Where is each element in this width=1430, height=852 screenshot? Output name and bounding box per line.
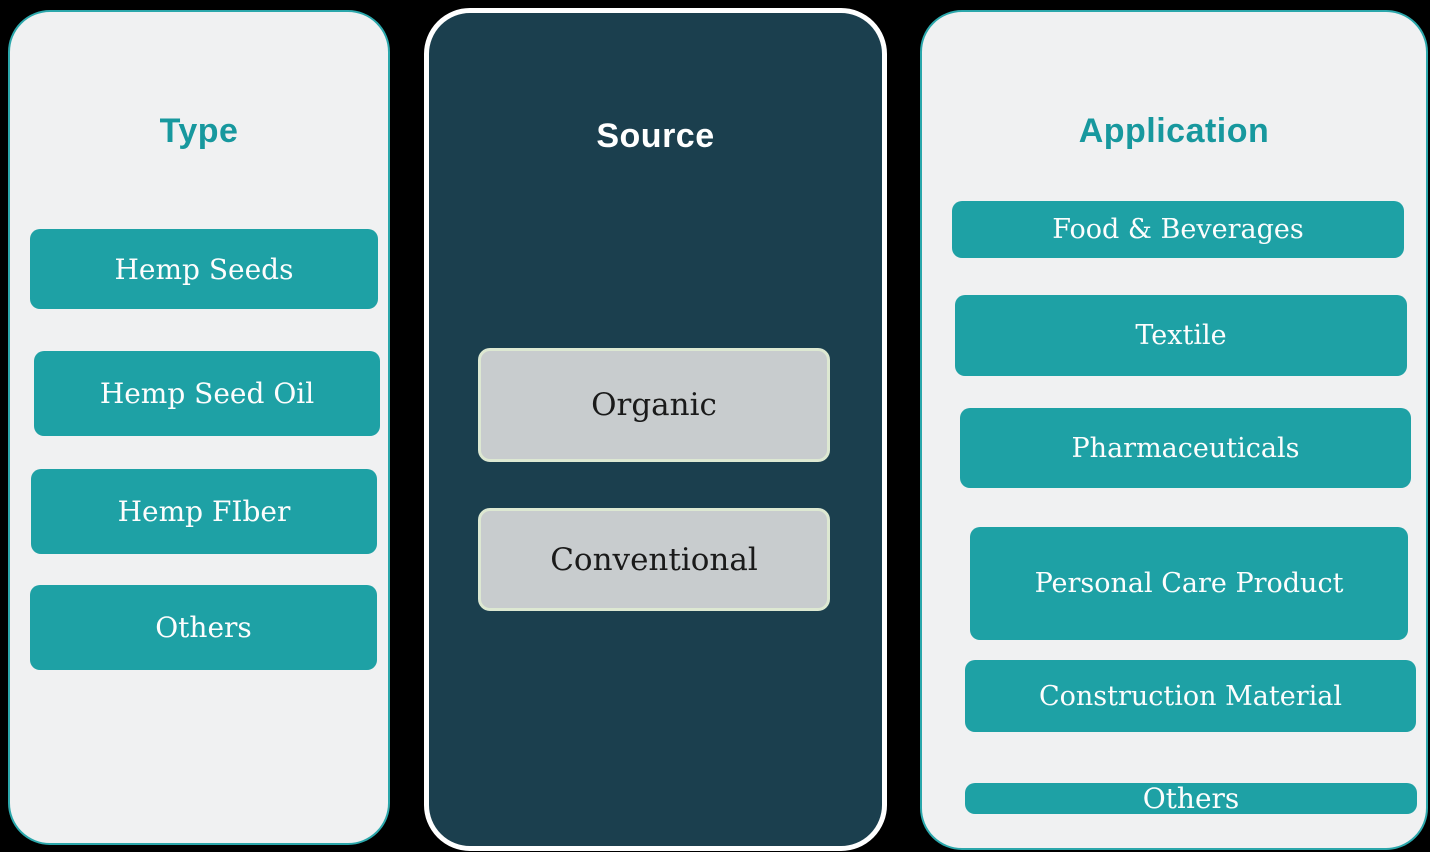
btn-type-others: Others bbox=[30, 585, 377, 670]
btn-food-beverages: Food & Beverages bbox=[952, 201, 1404, 258]
btn-personal-care-product: Personal Care Product bbox=[970, 527, 1408, 640]
application-panel-title: Application bbox=[1078, 112, 1270, 150]
btn-pharmaceuticals: Pharmaceuticals bbox=[960, 408, 1411, 488]
btn-organic: Organic bbox=[478, 348, 830, 462]
type-panel-title: Type bbox=[159, 112, 239, 150]
btn-textile: Textile bbox=[955, 295, 1407, 376]
type-panel: Type Hemp Seeds Hemp Seed Oil Hemp FIber… bbox=[8, 10, 390, 845]
btn-hemp-seed-oil: Hemp Seed Oil bbox=[34, 351, 380, 436]
application-panel: Application Food & Beverages Textile Pha… bbox=[920, 10, 1428, 850]
source-panel-title: Source bbox=[596, 117, 715, 155]
btn-hemp-seeds: Hemp Seeds bbox=[30, 229, 378, 309]
btn-hemp-fiber: Hemp FIber bbox=[31, 469, 377, 554]
btn-conventional: Conventional bbox=[478, 508, 830, 611]
btn-construction-material: Construction Material bbox=[965, 660, 1416, 732]
btn-application-others: Others bbox=[965, 782, 1417, 815]
source-panel: Source Organic Conventional bbox=[424, 8, 887, 851]
